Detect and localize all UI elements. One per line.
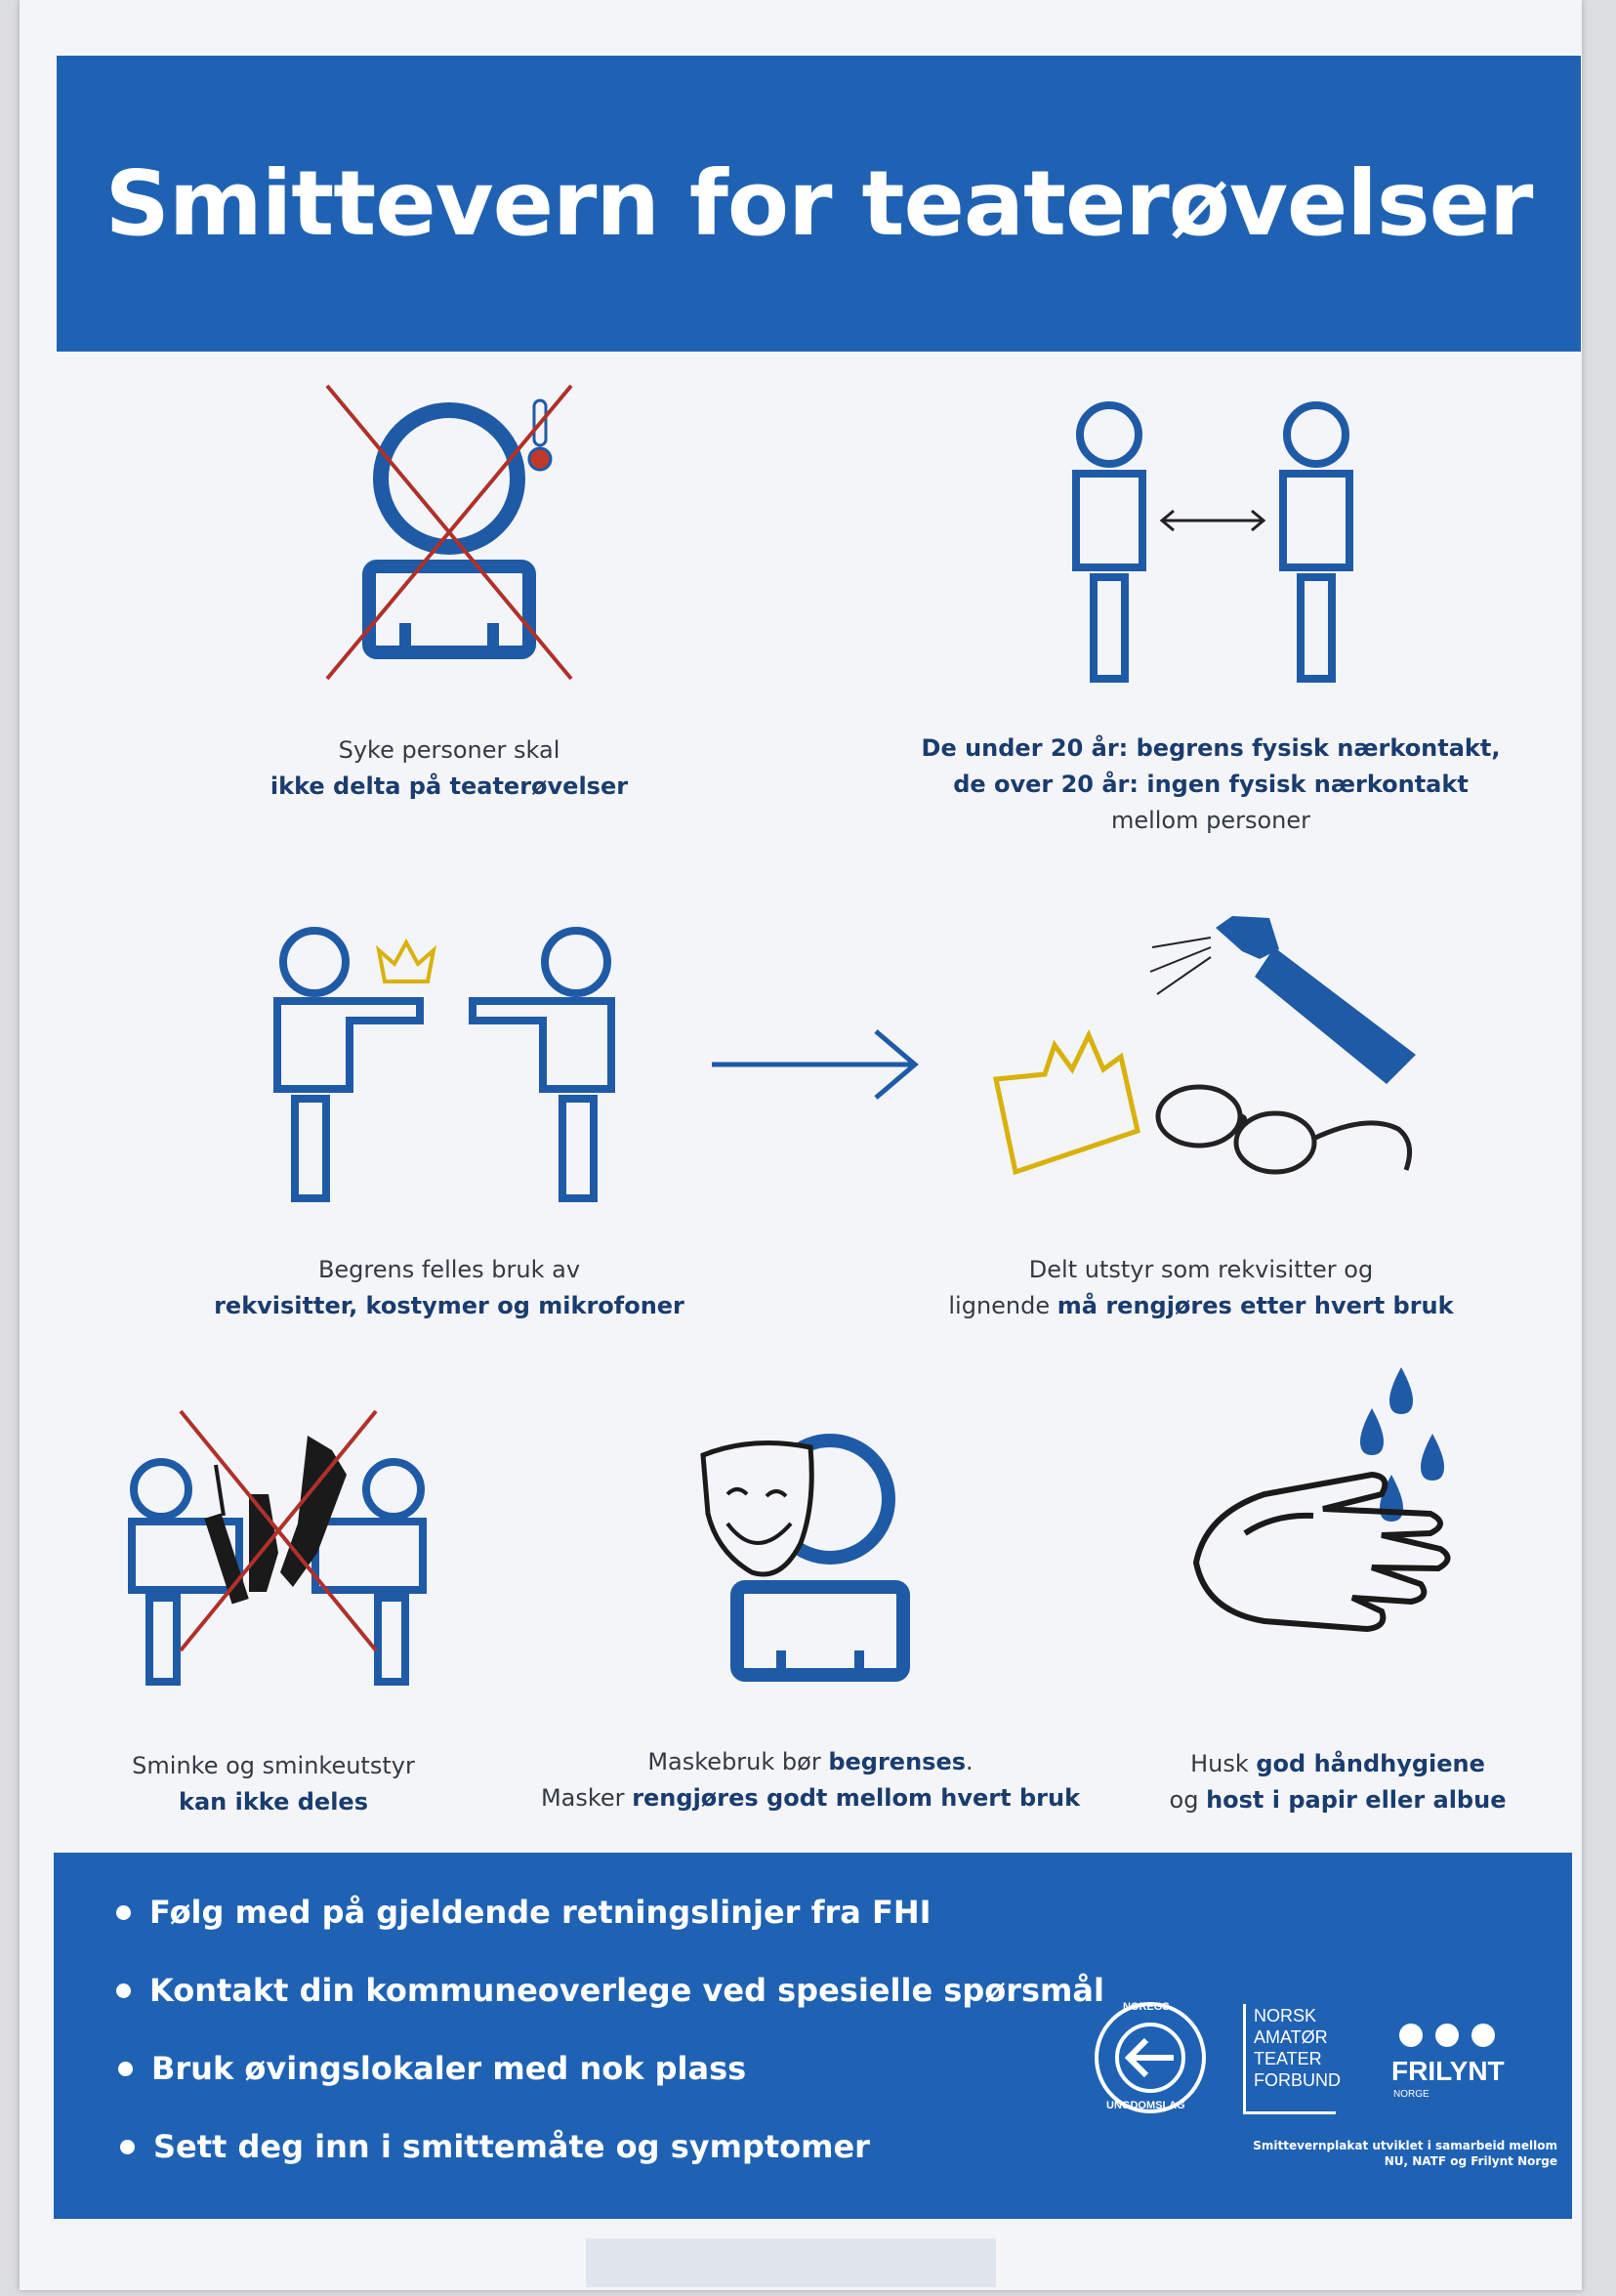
tip-item: Sett deg inn i smittemåte og symptomer xyxy=(120,2128,870,2165)
page-title: Smittevern for teaterøvelser xyxy=(104,151,1534,256)
natf-logo: NORSK AMATØR TEATER FORBUND xyxy=(1243,2004,1341,2114)
tip-item: Kontakt din kommuneoverlege ved spesiell… xyxy=(116,1972,1104,2009)
tip-item: Følg med på gjeldende retningslinjer fra… xyxy=(116,1894,932,1931)
caption-props: Begrens felles bruk av rekvisitter, kost… xyxy=(214,1256,684,1319)
tape-strip xyxy=(586,2238,996,2287)
hand-hygiene-icon xyxy=(1192,1367,1451,1633)
info-banner: Følg med på gjeldende retningslinjer fra… xyxy=(54,1853,1572,2219)
sick-person-icon xyxy=(325,384,573,681)
caption-makeup: Sminke og sminkeutstyr kan ikke deles xyxy=(132,1752,415,1816)
frilynt-emblem-icon xyxy=(1399,2024,1495,2047)
cleaning-icon xyxy=(992,916,1416,1176)
caption-sick: Syke personer skal ikke delta på teaterø… xyxy=(269,736,629,800)
caption-masks: Maskebruk bør begrenses. Masker rengjøre… xyxy=(540,1748,1081,1812)
caption-cleaning: Delt utstyr som rekvisitter og lignende … xyxy=(948,1256,1454,1319)
caption-distance: De under 20 år: begrens fysisk nærkontak… xyxy=(921,734,1501,834)
nu-logo-top: NOREGS xyxy=(1123,2001,1170,2013)
frilynt-logo-sub: NORGE xyxy=(1393,2089,1430,2100)
shared-props-icon xyxy=(273,927,615,1202)
credit-text: Smittevernplakat utviklet i samarbeid me… xyxy=(1253,2139,1557,2168)
distance-icon xyxy=(1072,401,1353,683)
caption-hygiene: Husk god håndhygiene og host i papir ell… xyxy=(1169,1750,1507,1814)
makeup-icon xyxy=(128,1409,427,1686)
title-banner: Smittevern for teaterøvelser xyxy=(57,56,1581,352)
theatre-mask-icon xyxy=(700,1434,910,1682)
arrow-right-icon xyxy=(712,1029,919,1100)
tip-item: Bruk øvingslokaler med nok plass xyxy=(117,2050,747,2087)
noregs-ungdomslag-logo xyxy=(1095,2002,1206,2113)
frilynt-logo: FRILYNT xyxy=(1391,2056,1505,2086)
nu-logo-bottom: UNGDOMSLAG xyxy=(1106,2100,1185,2111)
